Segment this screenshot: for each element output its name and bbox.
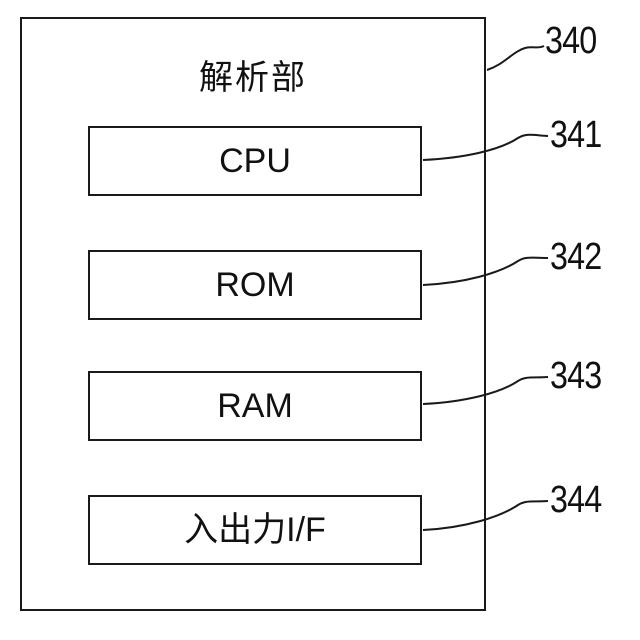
leader-line-340	[487, 46, 544, 70]
ref-label-341: 341	[550, 116, 601, 154]
cpu-block: CPU	[88, 126, 422, 196]
io-interface-block: 入出力I/F	[88, 495, 422, 565]
ram-block: RAM	[88, 371, 422, 441]
ref-label-344: 344	[550, 481, 601, 519]
ref-label-340: 340	[545, 22, 596, 60]
ref-label-342: 342	[550, 238, 601, 276]
analysis-unit-title: 解析部	[22, 61, 484, 95]
rom-block: ROM	[88, 250, 422, 320]
ref-label-343: 343	[550, 357, 601, 395]
